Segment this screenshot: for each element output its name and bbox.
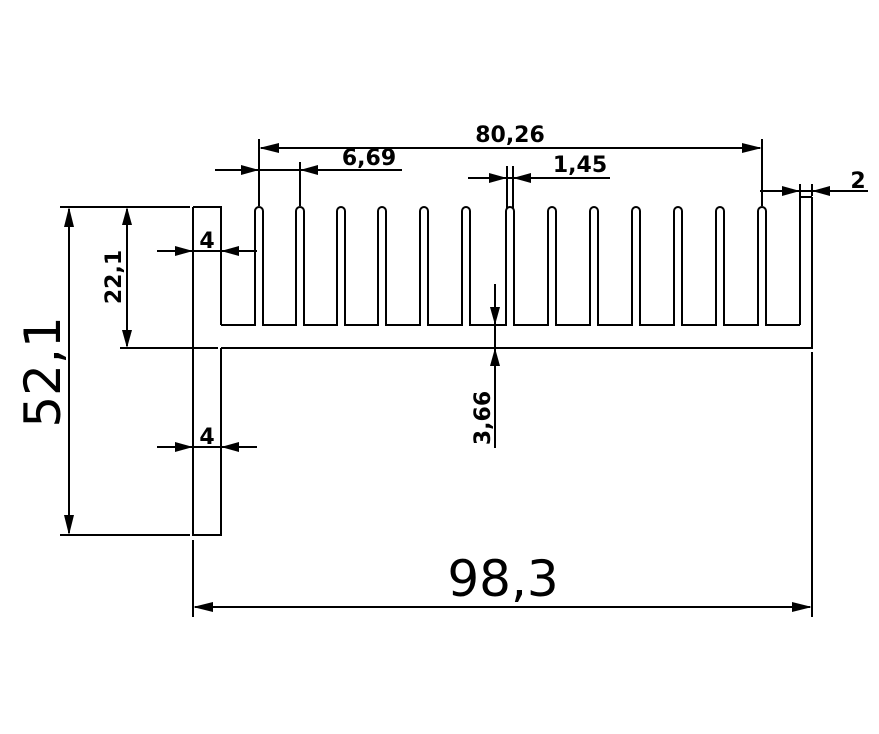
- base-plate-bottom: [221, 197, 813, 349]
- fin-pitch-label: 6,69: [342, 146, 396, 171]
- fin-thickness-label: 1,45: [553, 153, 607, 178]
- dim-overall-height: 52,1: [14, 206, 190, 536]
- right-end-wall: [799, 196, 812, 325]
- end-wall-label: 2: [850, 169, 865, 194]
- dim-end-wall: 2: [760, 169, 868, 196]
- dim-fin-height: 22,1: [102, 207, 218, 349]
- side-wall-upper-label: 4: [199, 229, 214, 254]
- dim-fin-pitch: 6,69: [215, 146, 402, 206]
- overall-width-label: 98,3: [447, 550, 558, 608]
- left-wall-outline: [192, 207, 222, 536]
- fin-height-label: 22,1: [102, 250, 127, 304]
- left-wall-top: [193, 206, 222, 325]
- fin-comb: [221, 206, 800, 326]
- fin-span-label: 80,26: [475, 123, 545, 148]
- overall-height-label: 52,1: [14, 316, 72, 427]
- dim-fin-span: 80,26: [258, 123, 763, 206]
- dim-base-thickness: 3,66: [471, 284, 500, 448]
- dim-fin-thickness: 1,45: [468, 153, 610, 208]
- dim-side-wall-lower: 4: [157, 425, 257, 452]
- dim-side-wall-upper: 4: [157, 229, 257, 256]
- heatsink-profile: [192, 196, 813, 536]
- base-thickness-label: 3,66: [471, 391, 496, 445]
- dim-overall-width: 98,3: [192, 352, 813, 617]
- side-wall-lower-label: 4: [199, 425, 214, 450]
